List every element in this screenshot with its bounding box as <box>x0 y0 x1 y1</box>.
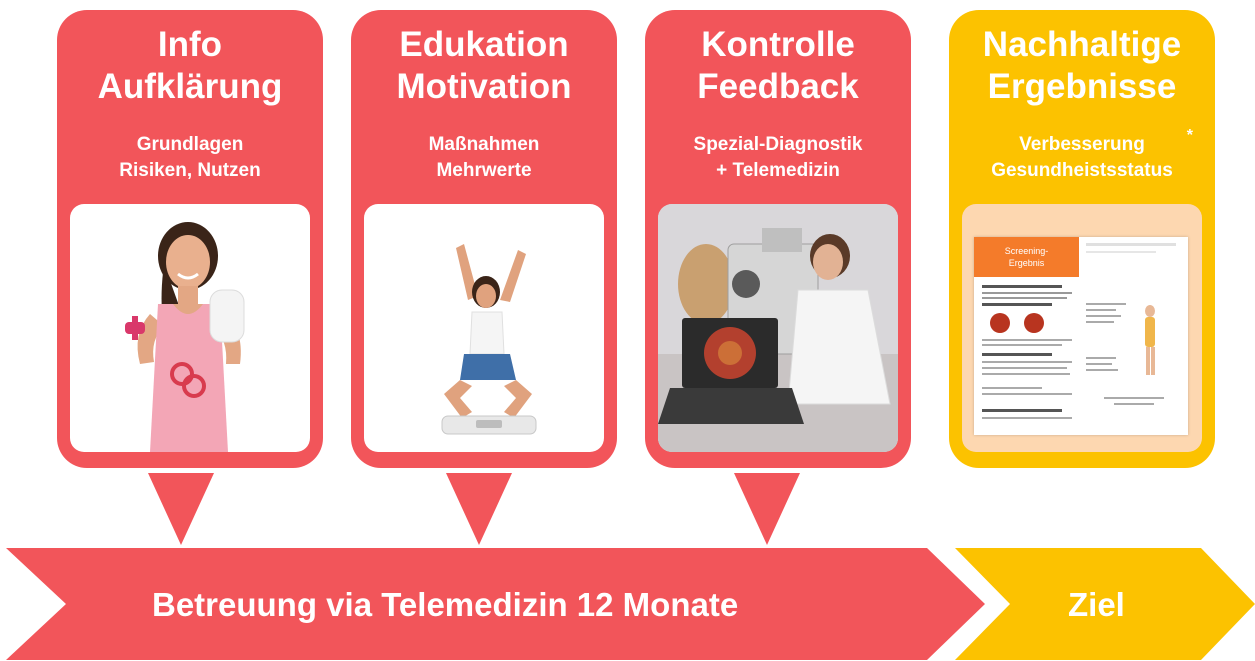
step-subtitle: Spezial-Diagnostik+ Telemedizin <box>693 134 863 181</box>
down-arrow-3 <box>734 473 800 545</box>
photo-woman-dumbbells <box>70 204 310 452</box>
screening-document-image: Screening-Ergebnis <box>962 204 1202 452</box>
telemedicine-chevron <box>6 548 985 660</box>
down-arrow-1 <box>148 473 214 545</box>
screening-report-page: Screening-Ergebnis <box>974 237 1188 435</box>
telemedicine-label: Betreuung via Telemedizin 12 Monate <box>152 586 739 623</box>
footnote-asterisk: * <box>1186 127 1193 144</box>
photo-woman-on-scale <box>364 204 604 452</box>
goal-label: Ziel <box>1068 586 1125 623</box>
goal-chevron <box>955 548 1255 660</box>
report-header: Screening-Ergebnis <box>974 237 1079 277</box>
photo-eye-examination <box>658 204 898 452</box>
down-arrow-2 <box>446 473 512 545</box>
